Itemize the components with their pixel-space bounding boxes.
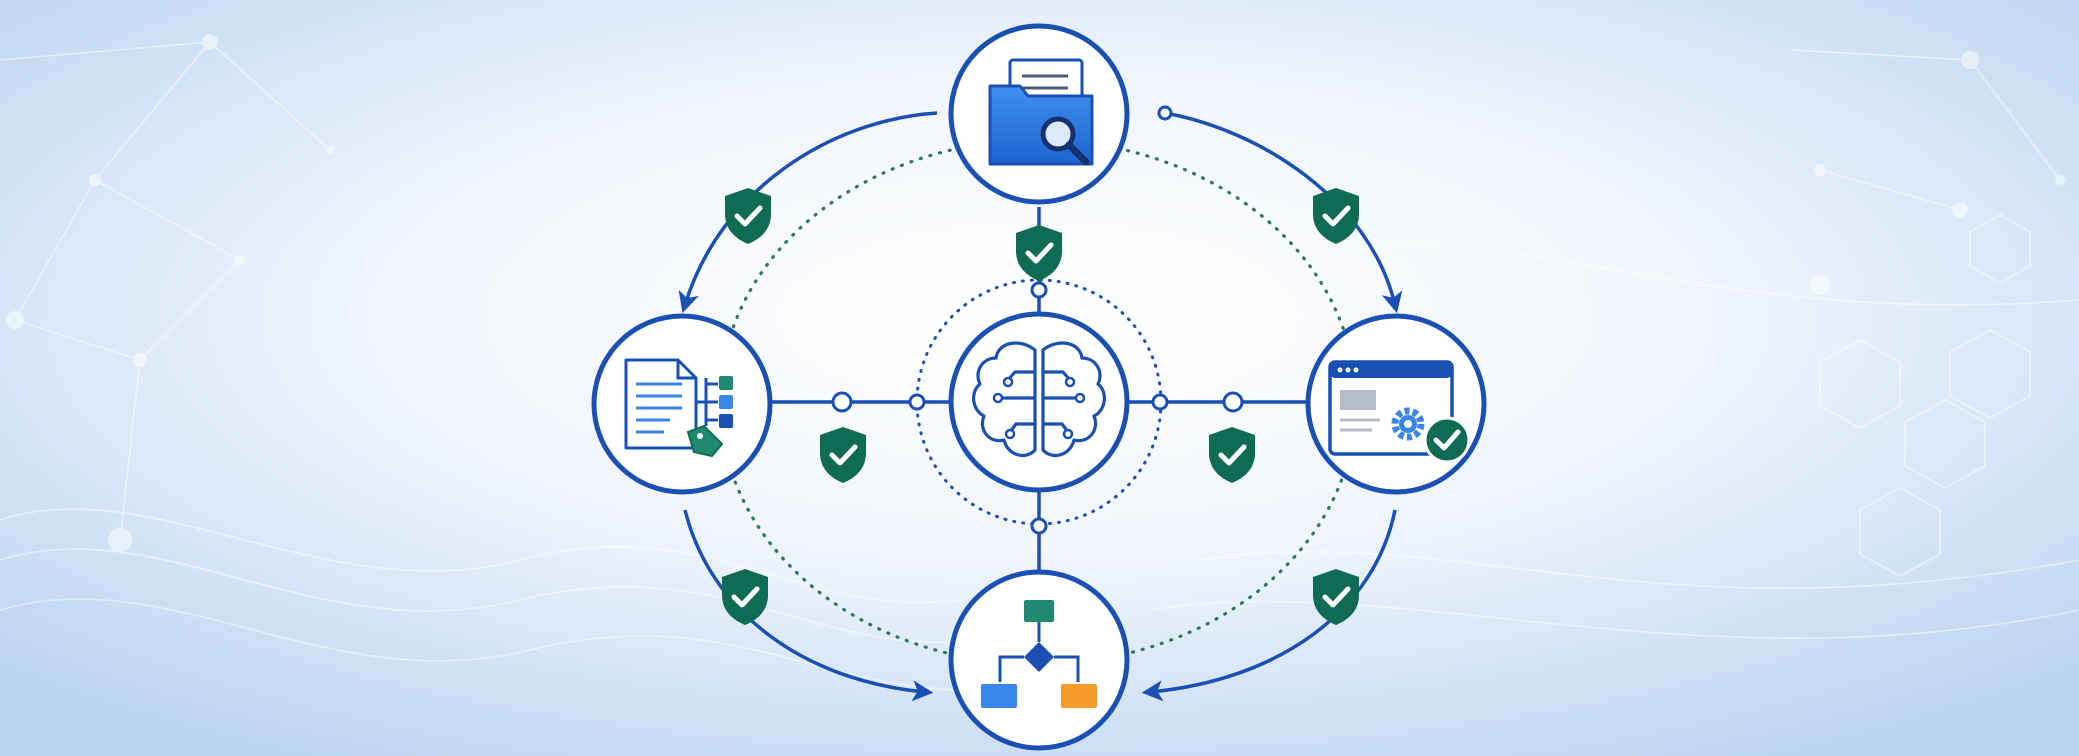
arrow-top-to-left: [678, 111, 938, 314]
check-badge-icon: [1423, 416, 1471, 464]
arrow-start-dot: [1157, 105, 1173, 121]
node-bottom[interactable]: [948, 569, 1130, 751]
arrow-right-to-bottom: [1141, 509, 1397, 702]
node-right[interactable]: [1305, 313, 1487, 495]
flowchart-decision-icon: [981, 600, 1097, 708]
document-tag-hierarchy-icon: [624, 358, 733, 458]
connector-dots: [831, 281, 1244, 535]
gear-icon: [1391, 407, 1425, 441]
background-network-decoration: [0, 34, 2079, 692]
cycle-arrows: [678, 111, 1403, 702]
arrow-top-to-right: [1164, 111, 1403, 314]
node-top[interactable]: [948, 23, 1130, 205]
browser-settings-check-icon: [1328, 360, 1471, 464]
node-left[interactable]: [591, 313, 773, 495]
hub-node[interactable]: [948, 311, 1130, 493]
document-folder-search-icon: [988, 58, 1094, 166]
arrow-left-to-bottom: [683, 509, 934, 702]
